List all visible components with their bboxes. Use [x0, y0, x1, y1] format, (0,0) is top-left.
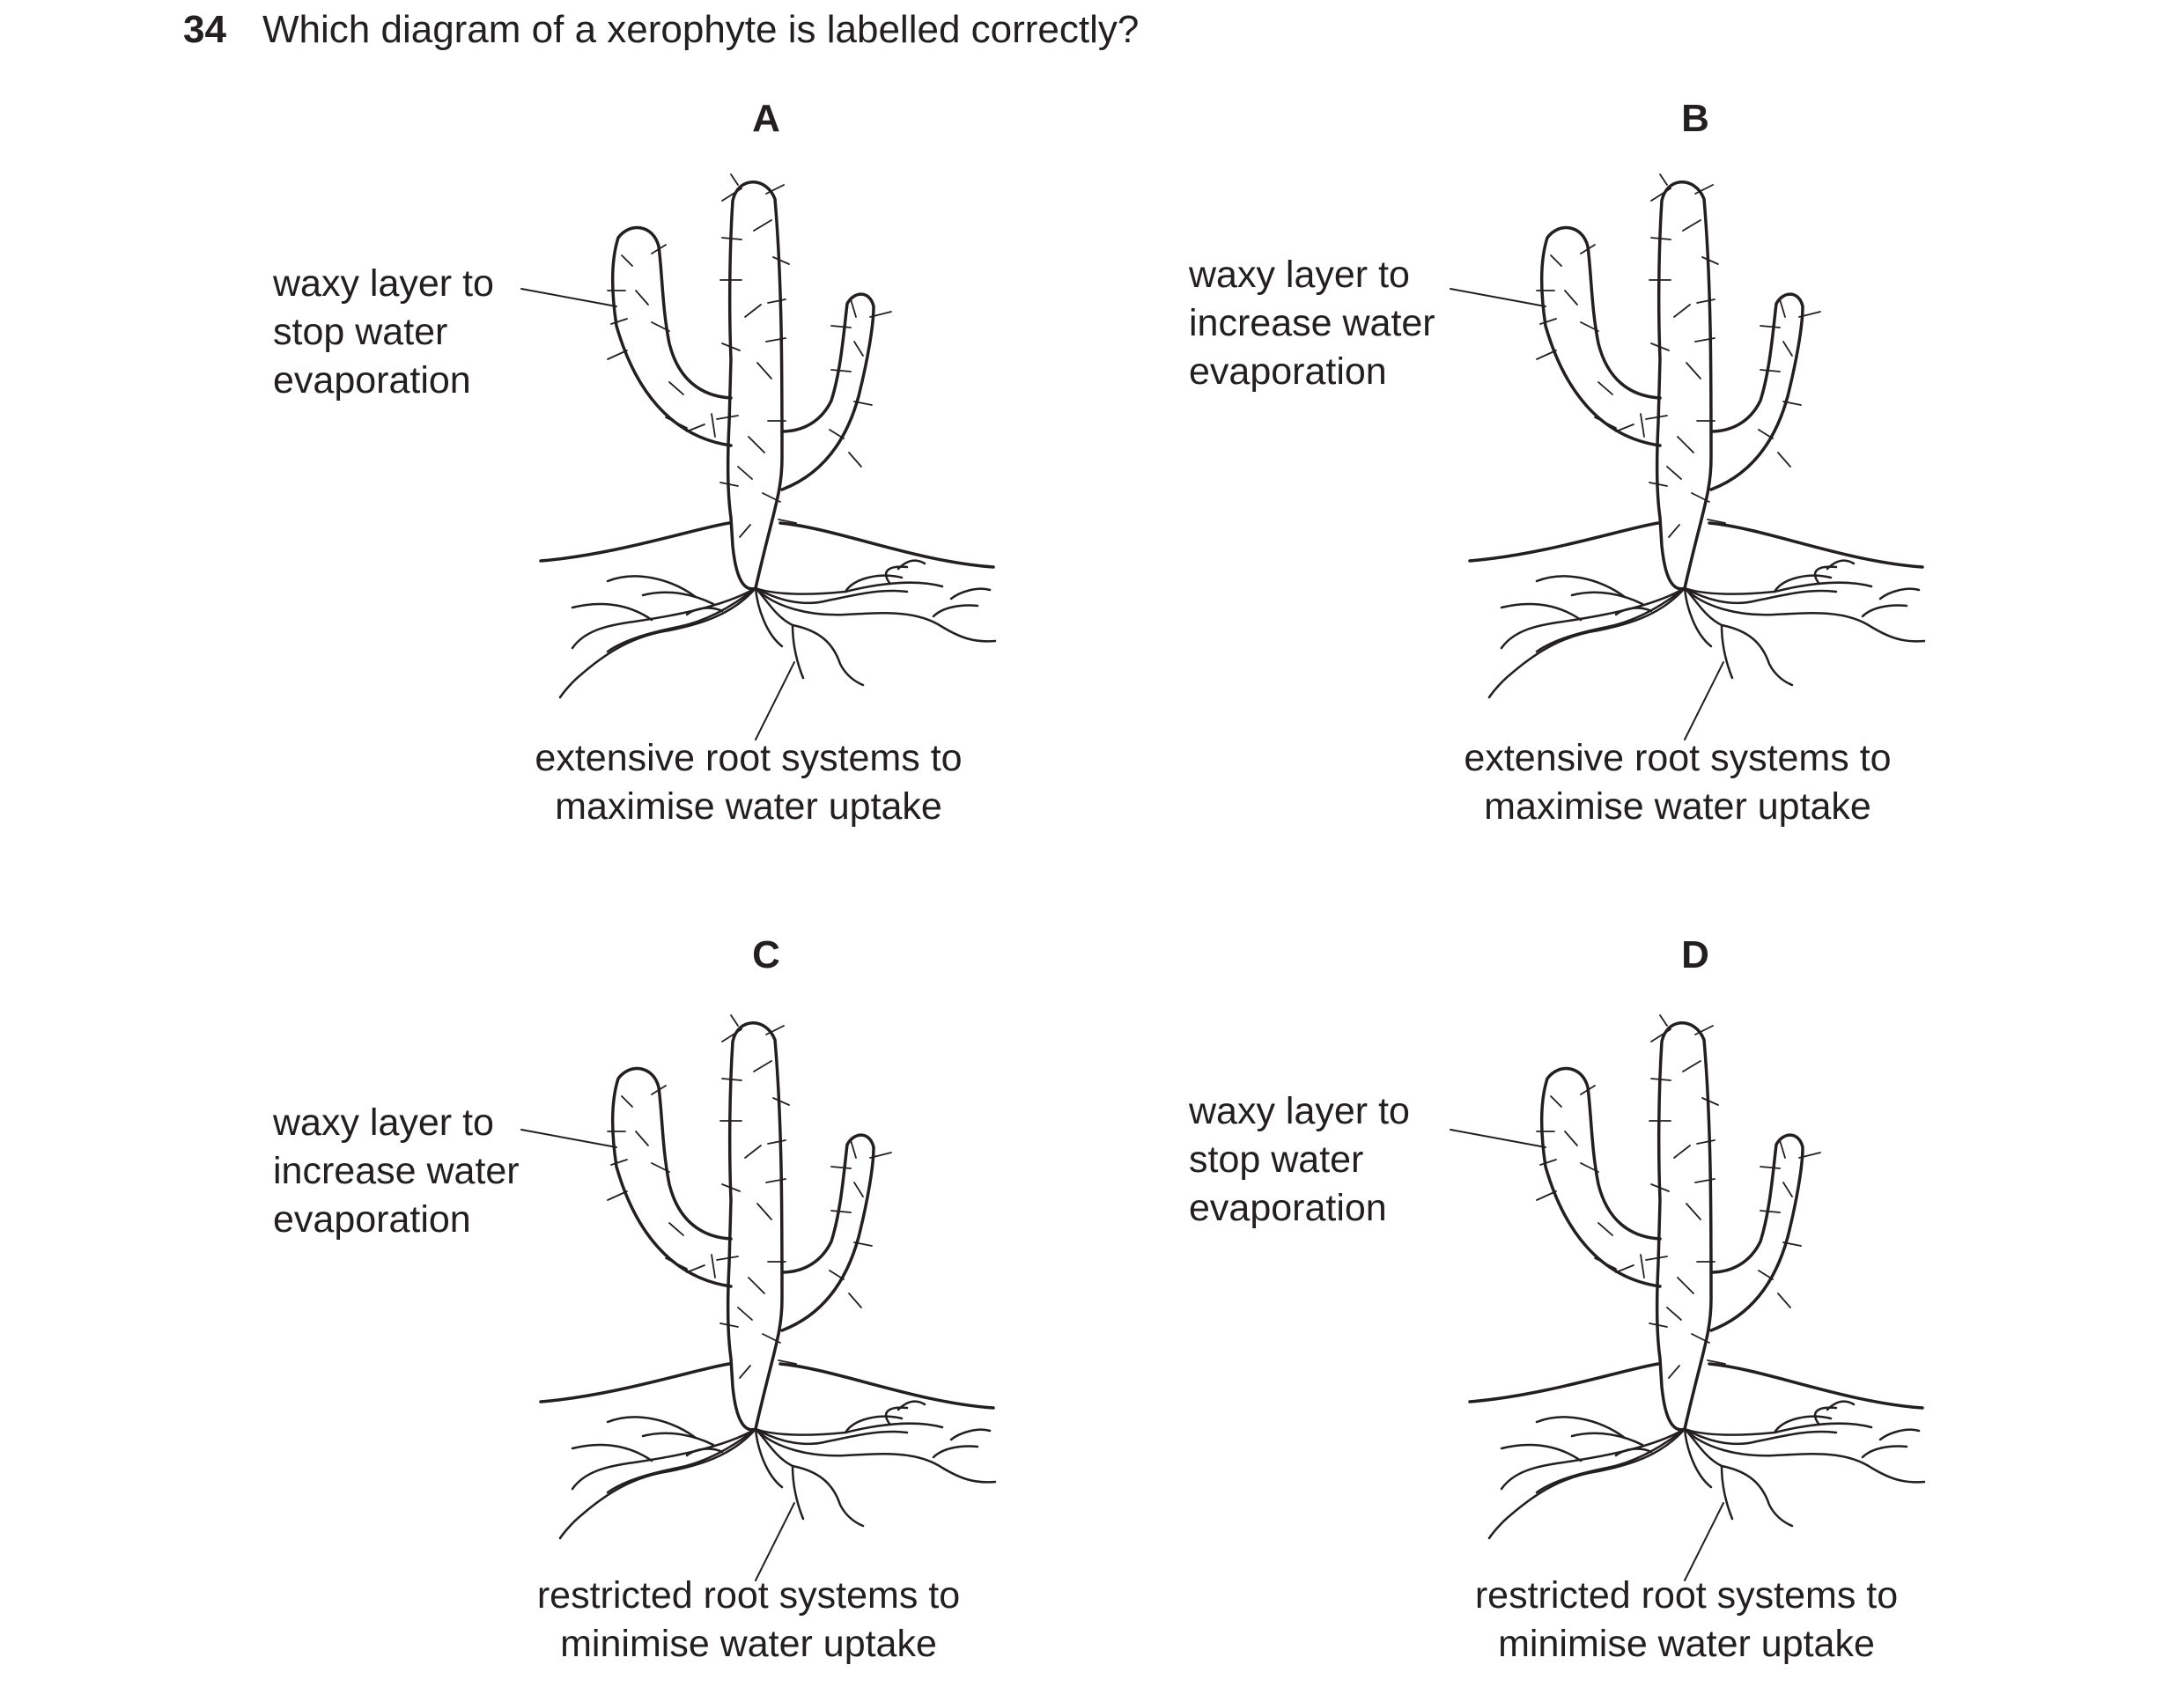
root-label-b: extensive root systems to maximise water… — [1396, 734, 1959, 831]
root-label-c: restricted root systems to minimise wate… — [467, 1572, 1030, 1669]
waxy-layer-line-2: stop water — [273, 311, 448, 353]
option-d[interactable]: D waxy layer to stop water evaporation r… — [929, 841, 2021, 1684]
cactus-diagram-d — [1449, 1013, 1926, 1582]
question-number: 34 — [183, 8, 226, 51]
option-a[interactable]: A waxy layer to stop water evaporation e… — [0, 0, 1092, 844]
option-letter-c: C — [752, 933, 780, 976]
waxy-layer-line-3: evaporation — [1189, 350, 1387, 393]
root-label-line-2: maximise water uptake — [1484, 785, 1871, 828]
root-label-line-1: extensive root systems to — [1464, 737, 1892, 779]
cactus-diagram-c — [520, 1013, 997, 1582]
waxy-layer-line-3: evaporation — [273, 1198, 471, 1241]
cactus-diagram-a — [520, 173, 997, 741]
waxy-layer-label-c: waxy layer to increase water evaporation — [273, 1099, 520, 1244]
option-b[interactable]: B waxy layer to increase water evaporati… — [929, 0, 2021, 844]
root-label-a: extensive root systems to maximise water… — [467, 734, 1030, 831]
question-text: Which diagram of a xerophyte is labelled… — [262, 8, 1140, 51]
waxy-layer-line-3: evaporation — [273, 359, 471, 401]
root-label-line-1: restricted root systems to — [1474, 1574, 1899, 1617]
root-label-line-1: restricted root systems to — [536, 1574, 961, 1617]
waxy-layer-line-2: stop water — [1189, 1138, 1364, 1181]
root-label-line-2: minimise water uptake — [1498, 1623, 1875, 1665]
waxy-layer-label-d: waxy layer to stop water evaporation — [1189, 1087, 1410, 1233]
waxy-layer-line-3: evaporation — [1189, 1187, 1387, 1229]
waxy-layer-line-1: waxy layer to — [273, 262, 494, 305]
cactus-diagram-b — [1449, 173, 1926, 741]
waxy-layer-line-2: increase water — [1189, 302, 1435, 344]
option-c[interactable]: C waxy layer to increase water evaporati… — [0, 841, 1092, 1684]
option-letter-a: A — [752, 97, 780, 140]
root-label-line-2: maximise water uptake — [555, 785, 942, 828]
root-label-line-2: minimise water uptake — [560, 1623, 937, 1665]
waxy-layer-line-1: waxy layer to — [1189, 254, 1410, 296]
waxy-layer-label-b: waxy layer to increase water evaporation — [1189, 251, 1435, 396]
root-label-d: restricted root systems to minimise wate… — [1405, 1572, 1968, 1669]
waxy-layer-line-1: waxy layer to — [273, 1101, 494, 1144]
waxy-layer-label-a: waxy layer to stop water evaporation — [273, 260, 494, 405]
question: 34 Which diagram of a xerophyte is labell… — [183, 5, 1139, 55]
root-label-line-1: extensive root systems to — [535, 737, 963, 779]
waxy-layer-line-2: increase water — [273, 1150, 520, 1192]
option-letter-d: D — [1681, 933, 1709, 976]
option-letter-b: B — [1681, 97, 1709, 140]
waxy-layer-line-1: waxy layer to — [1189, 1090, 1410, 1132]
